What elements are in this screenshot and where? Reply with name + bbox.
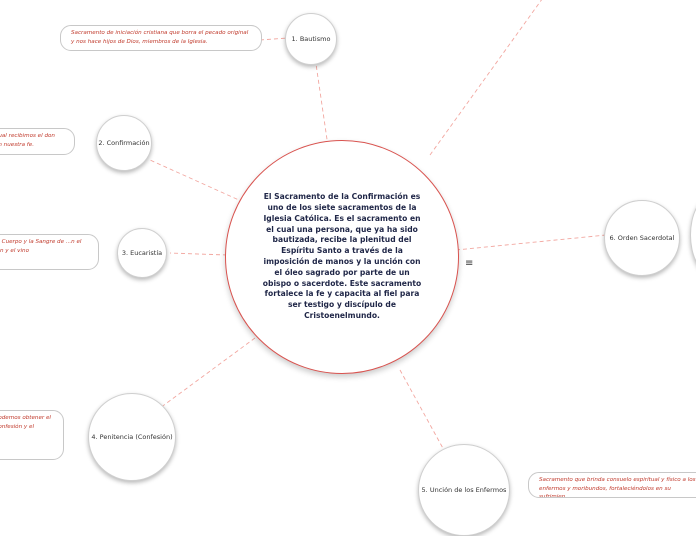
node-uncion[interactable]: 5. Unción de los Enfermos: [418, 444, 510, 536]
note-uncion-text: Sacramento que brinda consuelo espiritua…: [539, 477, 696, 498]
note-eucaristia-text: ...l Cuerpo y la Sangre de ...n el pan y…: [0, 239, 82, 254]
node-eucaristia[interactable]: 3. Eucaristía: [117, 228, 167, 278]
connector-orden: [455, 234, 607, 251]
node-penitencia[interactable]: 4. Penitencia (Confesión): [88, 393, 176, 481]
connector-offscreen: [429, 0, 542, 156]
node-bautismo-label: 1. Bautismo: [291, 35, 331, 43]
node-penitencia-label: 4. Penitencia (Confesión): [91, 433, 173, 441]
connector-penitencia: [159, 337, 256, 409]
note-bautismo[interactable]: Sacramento de iniciación cristiana que b…: [60, 25, 262, 51]
connector-confirmacion: [149, 159, 251, 206]
central-topic-text: El Sacramento de la Confirmación es uno …: [262, 192, 422, 320]
note-uncion[interactable]: Sacramento que brinda consuelo espiritua…: [528, 472, 696, 498]
note-bautismo-text: Sacramento de iniciación cristiana que b…: [71, 30, 249, 45]
connector-eucaristia: [169, 252, 228, 256]
node-confirmacion-label: 2. Confirmación: [98, 139, 150, 147]
connector-bautismo-note: [259, 37, 289, 41]
note-confirmacion-text: ...ual recibimos el don ...n nuestra fe.: [0, 133, 55, 148]
node-confirmacion[interactable]: 2. Confirmación: [96, 115, 152, 171]
node-bautismo[interactable]: 1. Bautismo: [285, 13, 337, 65]
menu-icon[interactable]: ≡: [465, 258, 474, 269]
node-uncion-label: 5. Unción de los Enfermos: [421, 486, 507, 494]
node-orden[interactable]: 6. Orden Sacerdotal: [604, 200, 680, 276]
note-eucaristia[interactable]: ...l Cuerpo y la Sangre de ...n el pan y…: [0, 234, 99, 270]
node-eucaristia-label: 3. Eucaristía: [121, 249, 163, 257]
note-confirmacion[interactable]: ...ual recibimos el don ...n nuestra fe.: [0, 128, 75, 155]
connector-uncion: [399, 369, 446, 453]
central-topic[interactable]: El Sacramento de la Confirmación es uno …: [225, 140, 459, 374]
node-orden-label: 6. Orden Sacerdotal: [609, 234, 675, 242]
